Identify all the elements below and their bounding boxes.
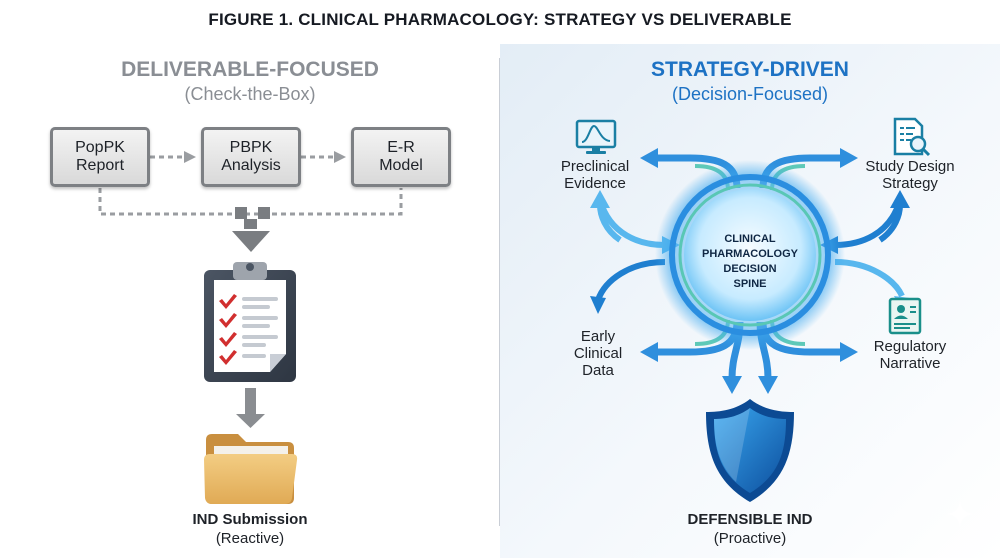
hub-line-2: PHARMACOLOGY xyxy=(702,248,798,260)
monitor-chart-icon xyxy=(575,119,617,154)
ind-submission-sub: (Reactive) xyxy=(215,530,285,547)
box-er-model: E-R Model xyxy=(351,127,451,187)
folder-icon xyxy=(204,434,298,504)
left-subheading: (Check-the-Box) xyxy=(184,84,316,104)
box-pbpk-label: PBPK Analysis xyxy=(221,138,281,174)
node-preclinical-evidence: Preclinical Evidence xyxy=(560,158,630,192)
box-er-label: E-R Model xyxy=(379,138,423,174)
figure-title: FIGURE 1. CLINICAL PHARMACOLOGY: STRATEG… xyxy=(208,10,792,29)
left-heading: DELIVERABLE-FOCUSED xyxy=(121,58,379,81)
hub-line-1: CLINICAL xyxy=(724,233,776,245)
document-search-icon xyxy=(893,117,931,157)
right-subheading: (Decision-Focused) xyxy=(671,84,829,104)
node-study-design-strategy: Study Design Strategy xyxy=(865,158,955,192)
ind-submission-label: IND Submission xyxy=(192,511,308,528)
panel-divider xyxy=(499,58,500,526)
node-early-clinical-data: Early Clinical Data xyxy=(573,328,623,379)
box-poppk-label: PopPK Report xyxy=(75,138,125,174)
box-pbpk-analysis: PBPK Analysis xyxy=(201,127,301,187)
box-poppk-report: PopPK Report xyxy=(50,127,150,187)
hub-label: CLINICAL PHARMACOLOGY DECISION SPINE xyxy=(680,232,820,292)
sparkle-icon xyxy=(946,500,974,528)
hub-line-3: DECISION xyxy=(723,263,777,275)
right-heading: STRATEGY-DRIVEN xyxy=(651,58,849,81)
shield-icon xyxy=(706,399,794,502)
clipboard-checklist-icon xyxy=(204,262,296,382)
hub-line-4: SPINE xyxy=(733,278,767,290)
certificate-icon xyxy=(888,297,922,335)
defensible-ind-label: DEFENSIBLE IND xyxy=(687,511,813,528)
node-regulatory-narrative: Regulatory Narrative xyxy=(873,338,947,372)
defensible-ind-sub: (Proactive) xyxy=(713,530,787,547)
